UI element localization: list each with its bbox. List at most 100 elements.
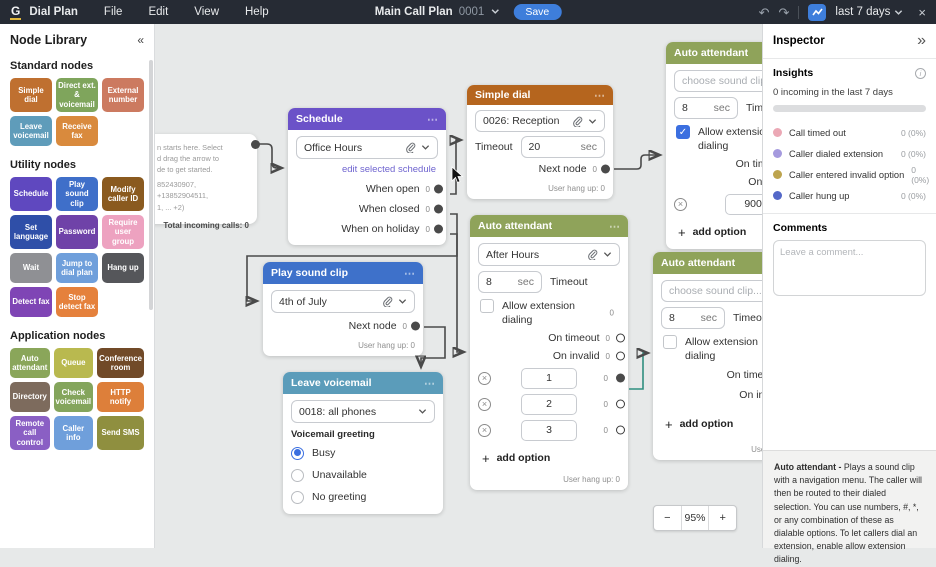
remove-option-icon[interactable]: × (478, 423, 491, 437)
tile-direct-ext-voicemail[interactable]: Direct ext. & voicemail (56, 78, 98, 113)
output-port[interactable] (434, 184, 443, 194)
node-menu-icon[interactable]: ⋯ (424, 377, 435, 390)
checkbox-unchecked[interactable] (663, 335, 677, 349)
tile-caller-info[interactable]: Caller info (53, 416, 94, 451)
call-start-node[interactable]: n starts here. Select d drag the arrow t… (155, 134, 257, 230)
checkbox-checked[interactable]: ✓ (676, 125, 690, 139)
tile-external-number[interactable]: External number (102, 78, 144, 113)
chevron-down-icon (588, 118, 597, 124)
timeout-label: Timeout (733, 312, 771, 324)
user-hangup-stat: User hang up: 0 (548, 184, 605, 193)
tile-jump-to-dial-plan[interactable]: Jump to dial plan (56, 253, 98, 284)
tile-receive-fax[interactable]: Receive fax (56, 116, 98, 147)
tile-modify-caller-id[interactable]: Modify caller ID (102, 177, 144, 212)
zoom-control: − 95% + (653, 505, 737, 531)
sound-clip-select[interactable]: After Hours (478, 243, 620, 266)
sound-clip-select[interactable]: 4th of July (271, 290, 415, 313)
start-output-port[interactable] (251, 140, 260, 149)
output-port[interactable] (616, 333, 625, 343)
radio-selected[interactable] (291, 446, 304, 460)
output-port[interactable] (616, 373, 625, 383)
menu-help[interactable]: Help (245, 6, 269, 18)
node-menu-icon[interactable]: ⋯ (404, 267, 415, 280)
add-option-button[interactable]: + add option (665, 416, 734, 432)
tile-password[interactable]: Password (56, 215, 98, 250)
option-value-input[interactable]: 3 (521, 419, 577, 441)
radio[interactable] (291, 490, 304, 504)
tile-leave-voicemail[interactable]: Leave voicemail (10, 116, 52, 147)
radio[interactable] (291, 468, 304, 482)
tile-send-sms[interactable]: Send SMS (97, 416, 144, 451)
option-value-input[interactable]: 1 (521, 367, 577, 389)
tile-set-language[interactable]: Set language (10, 215, 52, 250)
add-option-button[interactable]: + add option (678, 224, 747, 240)
tile-directory[interactable]: Directory (10, 382, 50, 413)
tile-check-voicemail[interactable]: Check voicemail (53, 382, 94, 413)
chevron-down-icon[interactable] (490, 6, 499, 18)
output-port[interactable] (434, 224, 443, 234)
add-option-button[interactable]: + add option (482, 450, 551, 466)
redo-icon[interactable]: ↷ (778, 4, 790, 20)
auto-attendant-after-hours-node[interactable]: Auto attendant ⋯ After Hours 8 sec Timeo… (470, 215, 628, 490)
node-menu-icon[interactable]: ⋯ (427, 113, 438, 126)
output-port[interactable] (616, 351, 625, 361)
tile-simple-dial[interactable]: Simple dial (10, 78, 52, 113)
save-button[interactable]: Save (513, 4, 562, 20)
insights-chart-button[interactable] (808, 3, 827, 21)
node-menu-icon[interactable]: ⋯ (594, 89, 605, 102)
option-value-input[interactable]: 2 (521, 393, 577, 415)
collapse-panel-icon[interactable]: « (137, 33, 144, 47)
menu-edit[interactable]: Edit (148, 6, 169, 18)
chevron-down-icon (421, 145, 430, 150)
schedule-node[interactable]: Schedule ⋯ Office Hours edit selected sc… (288, 108, 446, 245)
output-port[interactable] (601, 164, 610, 174)
tile-stop-detect-fax[interactable]: Stop detect fax (56, 287, 98, 318)
period-selector[interactable]: last 7 days (835, 6, 903, 18)
undo-icon[interactable]: ↶ (758, 4, 770, 20)
tile-http-notify[interactable]: HTTP notify (97, 382, 144, 413)
tile-remote-call-control[interactable]: Remote call control (10, 416, 50, 451)
checkbox-unchecked[interactable] (480, 299, 494, 313)
tile-hang-up[interactable]: Hang up (102, 253, 144, 284)
edit-schedule-link[interactable]: edit selected schedule (341, 164, 436, 175)
sidebar-scrollbar[interactable] (149, 60, 153, 310)
tile-conference-room[interactable]: Conference room (97, 348, 144, 379)
info-icon[interactable]: i (915, 67, 926, 79)
tile-schedule[interactable]: Schedule (10, 177, 52, 212)
timeout-input[interactable]: 20 sec (520, 136, 605, 158)
remove-option-icon[interactable]: × (674, 197, 687, 211)
description-text: Plays a sound clip with a navigation men… (774, 462, 922, 565)
extension-select[interactable]: 0026: Reception (475, 110, 605, 132)
tile-detect-fax[interactable]: Detect fax (10, 287, 52, 318)
zoom-out-button[interactable]: − (664, 512, 671, 524)
collapse-panel-icon[interactable]: » (917, 32, 926, 49)
output-port[interactable] (411, 321, 420, 331)
remove-option-icon[interactable]: × (478, 397, 491, 411)
comment-input[interactable] (773, 240, 926, 296)
menu-file[interactable]: File (103, 6, 123, 18)
schedule-select[interactable]: Office Hours (296, 136, 438, 159)
simple-dial-node[interactable]: Simple dial ⋯ 0026: Reception Timeout 20… (467, 85, 613, 199)
allow-extension-dialing: Allow extension dialing 0 (478, 297, 620, 329)
timeout-input[interactable]: 8 sec (478, 271, 542, 293)
timeout-input[interactable]: 8 sec (661, 307, 725, 329)
tile-wait[interactable]: Wait (10, 253, 52, 284)
timeout-input[interactable]: 8 sec (674, 97, 738, 119)
zoom-in-button[interactable]: + (719, 512, 726, 524)
node-menu-icon[interactable]: ⋯ (609, 220, 620, 233)
play-sound-clip-node[interactable]: Play sound clip ⋯ 4th of July Next node … (263, 262, 423, 356)
divider (798, 5, 800, 19)
close-icon[interactable]: × (918, 4, 926, 20)
output-port[interactable] (616, 425, 625, 435)
output-port[interactable] (616, 399, 625, 409)
tile-auto-attendant[interactable]: Auto attendant (10, 348, 50, 379)
output-port[interactable] (434, 204, 443, 214)
plan-name[interactable]: Main Call Plan (374, 6, 453, 18)
voicemail-box-select[interactable]: 0018: all phones (291, 400, 435, 423)
leave-voicemail-node[interactable]: Leave voicemail ⋯ 0018: all phones Voice… (283, 372, 443, 514)
tile-play-sound-clip[interactable]: Play sound clip (56, 177, 98, 212)
menu-view[interactable]: View (194, 6, 219, 18)
remove-option-icon[interactable]: × (478, 371, 491, 385)
tile-require-user-group[interactable]: Require user group (102, 215, 144, 250)
tile-queue[interactable]: Queue (53, 348, 94, 379)
